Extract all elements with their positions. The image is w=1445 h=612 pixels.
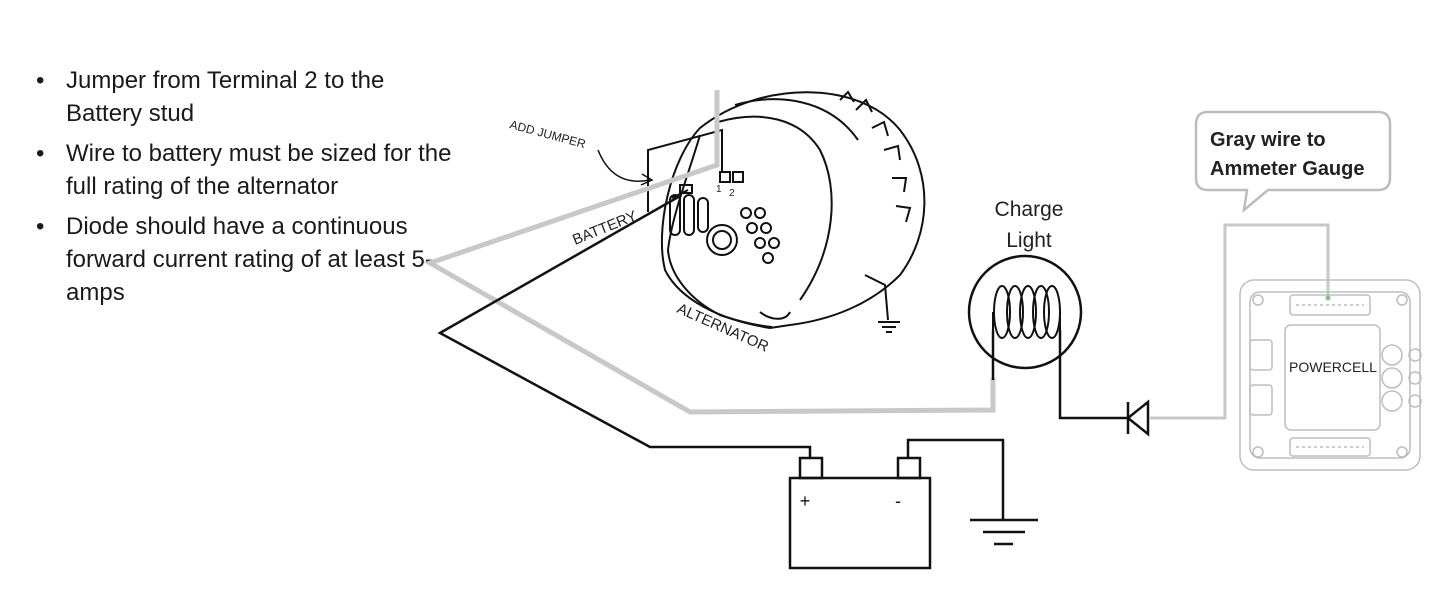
callout-line-1: Gray wire to <box>1210 129 1326 151</box>
wire-light-to-diode <box>1058 330 1128 420</box>
add-jumper-label: ADD JUMPER <box>508 117 587 151</box>
ground-icon <box>970 518 1038 546</box>
gray-wire-alternator-to-light <box>423 90 996 415</box>
jumper-wire <box>647 128 723 212</box>
charge-light-label-1: Charge <box>995 198 1064 221</box>
powercell-module <box>1239 279 1422 471</box>
battery-negative-label: - <box>895 491 901 511</box>
charge-light-label-2: Light <box>1006 229 1052 252</box>
charge-light: Charge Light <box>967 198 1083 370</box>
note-wire-size: Wire to battery must be sized for the fu… <box>36 137 456 203</box>
alternator-ground <box>864 274 900 333</box>
black-wire-battery-negative <box>906 438 1005 520</box>
jumper-arrow <box>597 149 654 186</box>
alternator-label: ALTERNATOR <box>674 300 771 356</box>
note-diode: Diode should have a continuous forward c… <box>36 210 456 309</box>
black-wire-battery-positive <box>437 194 812 458</box>
note-jumper: Jumper from Terminal 2 to the Battery st… <box>36 64 456 130</box>
powercell-label: POWERCELL <box>1289 359 1377 375</box>
terminal-2-label: 2 <box>729 188 735 199</box>
diode <box>1125 399 1150 437</box>
callout-line-2: Ammeter Gauge <box>1210 158 1365 180</box>
ammeter-callout: Gray wire to Ammeter Gauge <box>1194 110 1392 214</box>
battery-positive-label: + <box>800 491 811 511</box>
alternator <box>660 90 926 330</box>
gray-wire-diode-to-powercell <box>1150 223 1330 420</box>
battery <box>788 456 932 570</box>
terminal-1-label: 1 <box>716 184 722 195</box>
instruction-notes: Jumper from Terminal 2 to the Battery st… <box>36 64 456 316</box>
powercell-led <box>1325 295 1331 301</box>
